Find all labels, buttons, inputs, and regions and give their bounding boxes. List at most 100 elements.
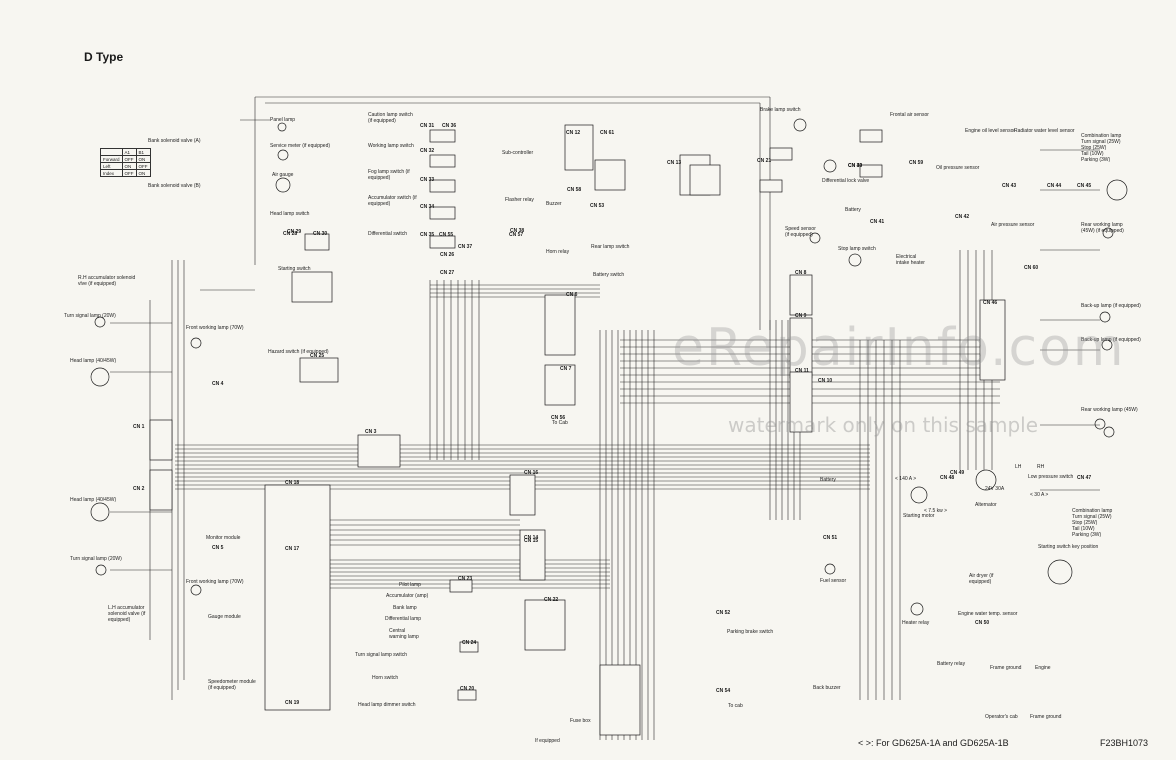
service-meter-label: Service meter (if equipped) [270, 143, 331, 149]
footnote: < >: For GD625A-1A and GD625A-1B [858, 738, 1009, 748]
heater-relay-label: Heater relay [902, 620, 930, 626]
connector-label: CN 47 [1077, 475, 1092, 481]
connector-label: CN 24 [462, 640, 477, 646]
frame-ground-label: Frame ground [990, 665, 1022, 671]
connector-block [457, 689, 477, 701]
lamp-symbol [975, 469, 997, 491]
starting-key-position-label: Starting switch key position [1038, 544, 1099, 550]
connector-label: CN 1 [133, 424, 145, 430]
air-pressure-sensor-label: Air pressure sensor [991, 222, 1035, 228]
connector-label: CN 61 [600, 130, 615, 136]
connector-block [524, 599, 566, 651]
frame-ground2-label: Frame ground [1030, 714, 1062, 720]
connector-block [769, 147, 793, 161]
kw-75-label: < 7.5 kw > [924, 508, 948, 514]
rh-label: RH [1037, 464, 1045, 470]
lamp-symbol [275, 177, 291, 193]
connector-block [859, 164, 883, 178]
connector-block [429, 235, 456, 249]
back-buzzer-label: Back buzzer [813, 685, 841, 691]
front-working-lamp-bottom-label: Front working lamp (70W) [186, 579, 244, 585]
lamp-symbol [190, 584, 202, 596]
differential-lamp-label: Differential lamp [385, 616, 422, 622]
connector-label: CN 2 [133, 486, 145, 492]
connector-label: CN 15 [524, 538, 539, 544]
connector-block [429, 154, 456, 168]
connector-label: CN 17 [285, 546, 300, 552]
flasher-relay-label: Flasher relay [505, 197, 534, 203]
connector-label: CN 45 [1077, 183, 1092, 189]
combination-lamp-top-label: Combination lamp Turn signal (25W) Stop … [1081, 133, 1122, 163]
table-cell: ON [135, 169, 151, 177]
watermark-sub: watermark only on this sample [728, 413, 1039, 437]
connector-label: CN 49 [950, 470, 965, 476]
connector-block [357, 434, 401, 468]
rh-accumulator-label: R.H accumulator solenoid vlve (if equipp… [78, 275, 136, 287]
head-lamp-bottom-label: Head lamp (40/45W) [70, 497, 117, 503]
connector-label: CN 9 [795, 313, 807, 319]
brake-lamp-switch-label: Brake lamp switch [760, 107, 801, 113]
connector-label: CN 52 [716, 610, 731, 616]
connector-label: CN 51 [823, 535, 838, 541]
bank-solenoid-a-label: Bank solenoid valve (A) [148, 138, 201, 144]
connector-label: CN 10 [818, 378, 833, 384]
gauge-module-label: Gauge module [208, 614, 241, 620]
connector-label: CN 29 [287, 229, 302, 235]
connector-label: CN 30 [313, 231, 328, 237]
component-symbols [90, 118, 1128, 616]
connector-label: CN 41 [870, 219, 885, 225]
fuse-box-label: Fuse box [570, 718, 591, 724]
connector-label: CN 39 [848, 163, 863, 169]
connector-label: CN 27 [440, 270, 455, 276]
connector-label: CN 37 [458, 244, 473, 250]
connector-block [519, 529, 546, 581]
lh-label: LH [1015, 464, 1022, 470]
connector-label: CN 7 [560, 366, 572, 372]
speed-sensor-label: Speed sensor (if equipped) [785, 226, 816, 238]
connector-label: CN 33 [420, 177, 435, 183]
connector-label: CN 23 [458, 576, 473, 582]
connector-block [789, 371, 813, 433]
monitor-module-label: Monitor module [206, 535, 241, 541]
connector-label: CN 32 [420, 148, 435, 154]
connector-block [429, 179, 456, 193]
lamp-symbol [824, 563, 836, 575]
connector-block [509, 474, 536, 516]
connector-block [449, 579, 473, 593]
connector-label: CN 54 [716, 688, 731, 694]
accumulator-lamp-label: Accumulator (amp) [386, 593, 429, 599]
backup-lamp-b-label: Back-up lamp (if equipped) [1081, 337, 1141, 343]
head-lamp-switch-label: Head lamp switch [270, 211, 310, 217]
operators-cab-label: Operator's cab [985, 714, 1018, 720]
lamp-symbol [1094, 418, 1106, 430]
connector-label: CN 43 [1002, 183, 1017, 189]
frontal-air-sensor-label: Frontal air sensor [890, 112, 929, 118]
connector-label: CN 36 [442, 123, 457, 129]
lamp-symbol [277, 149, 289, 161]
air-dryer-label: Air dryer (if equipped) [969, 573, 994, 585]
battery-top-label: Battery [845, 207, 861, 213]
alt-rating-label: 24V 30A [985, 486, 1005, 492]
lamp-symbol [1101, 339, 1113, 351]
connector-block [789, 274, 813, 316]
starting-switch-label: Starting switch [278, 266, 311, 272]
lamp-symbol [793, 118, 807, 132]
combination-lamp-bottom-label: Combination lamp Turn signal (25W) Stop … [1072, 508, 1113, 538]
connector-block [299, 357, 339, 383]
lamp-symbol [277, 122, 287, 132]
connector-label: CN 26 [440, 252, 455, 258]
connector-block [149, 419, 173, 461]
backup-lamp-a-label: Back-up lamp (if equipped) [1081, 303, 1141, 309]
connector-label: CN 53 [590, 203, 605, 209]
connector-label: CN 16 [524, 470, 539, 476]
engine-water-temp-label: Engine water temp. sensor [958, 611, 1018, 617]
lamp-symbol [823, 159, 837, 173]
connector-block [979, 299, 1006, 381]
table-cell: B1 [135, 148, 151, 156]
connector-block [429, 129, 456, 143]
amp-30-label: < 30 A > [1030, 492, 1049, 498]
connector-label: CN 55 [439, 232, 454, 238]
connector-block [544, 364, 576, 406]
sub-controller-label: Sub-controller [502, 150, 534, 156]
